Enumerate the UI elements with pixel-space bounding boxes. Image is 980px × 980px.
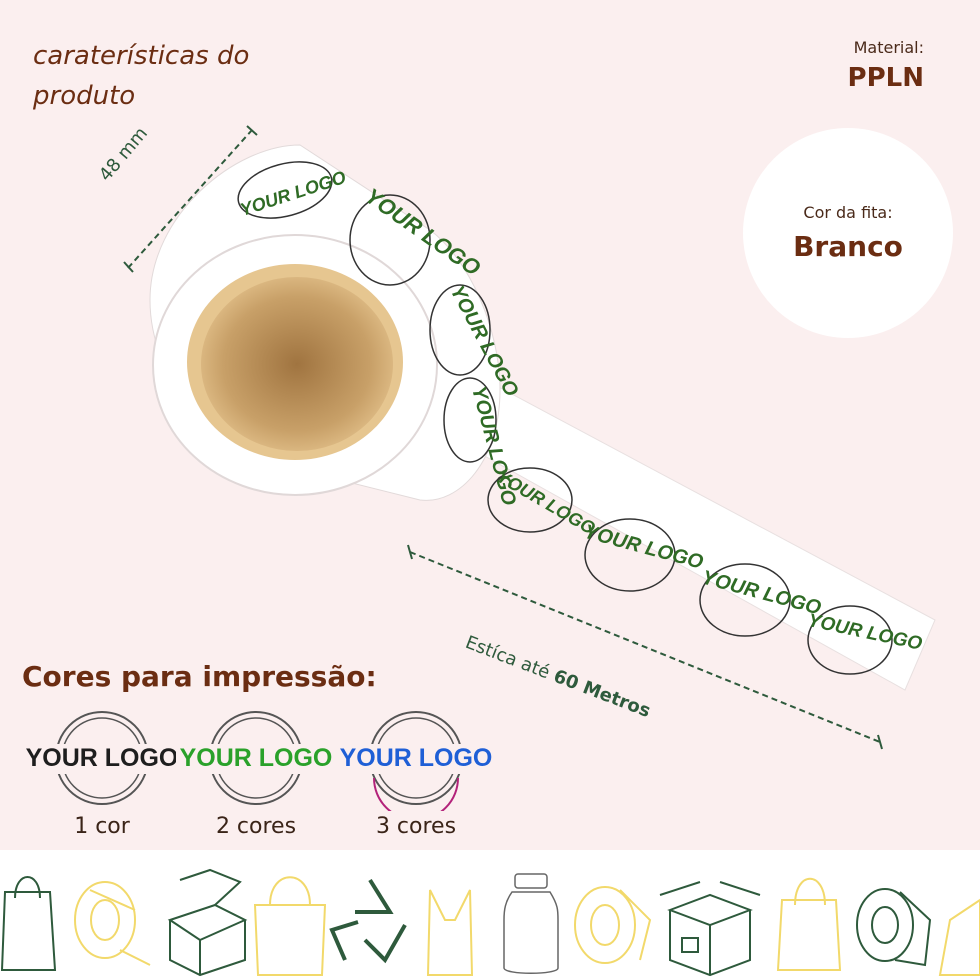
headline: caraterísticas do produto — [33, 41, 250, 111]
tape-roll-icon — [574, 886, 652, 964]
print-option-2-caption: 2 cores — [215, 814, 297, 839]
open-box-icon — [167, 868, 248, 977]
svg-text:YOUR LOGO: YOUR LOGO — [180, 744, 333, 772]
width-dimension-line — [127, 129, 253, 269]
tote-bag-icon — [253, 876, 327, 976]
svg-text:YOUR LOGO: YOUR LOGO — [340, 744, 493, 772]
shopping-bag-icon — [0, 876, 57, 971]
logo-stamp-2-icon: YOUR LOGO — [176, 711, 336, 805]
tape-core — [201, 277, 393, 451]
length-dimension-line — [409, 551, 881, 743]
material-info: Material: PPLN — [848, 38, 924, 93]
tape-roll-icon — [74, 881, 151, 966]
icon-strip — [0, 850, 980, 980]
tape-color-value: Branco — [793, 230, 903, 263]
print-option-3-caption: 3 cores — [375, 814, 457, 839]
print-option-2: YOUR LOGO 2 cores — [176, 706, 336, 856]
print-option-1-caption: 1 cor — [74, 814, 130, 839]
packaging-icons — [0, 868, 980, 977]
material-label: Material: — [853, 38, 924, 57]
jar-icon — [503, 873, 559, 974]
tote-bag-icon — [938, 898, 980, 976]
svg-text:YOUR LOGO: YOUR LOGO — [26, 744, 179, 772]
plastic-bag-icon — [426, 889, 474, 976]
shopping-bag-icon — [776, 877, 842, 971]
logo-stamp-3-icon: YOUR LOGO — [336, 711, 496, 821]
print-option-1: YOUR LOGO 1 cor — [22, 706, 182, 856]
tape-color-label: Cor da fita: — [803, 203, 893, 222]
material-value: PPLN — [847, 63, 924, 93]
print-option-3: YOUR LOGO 3 cores — [336, 706, 496, 856]
recycle-icon — [329, 878, 407, 964]
tape-color-badge: Cor da fita: Branco — [743, 128, 953, 338]
logo-stamp-1-icon: YOUR LOGO — [22, 711, 182, 805]
print-colors-title: Cores para impressão: — [22, 660, 377, 693]
cardboard-box-icon — [659, 881, 761, 977]
tape-roll-icon — [856, 888, 932, 967]
